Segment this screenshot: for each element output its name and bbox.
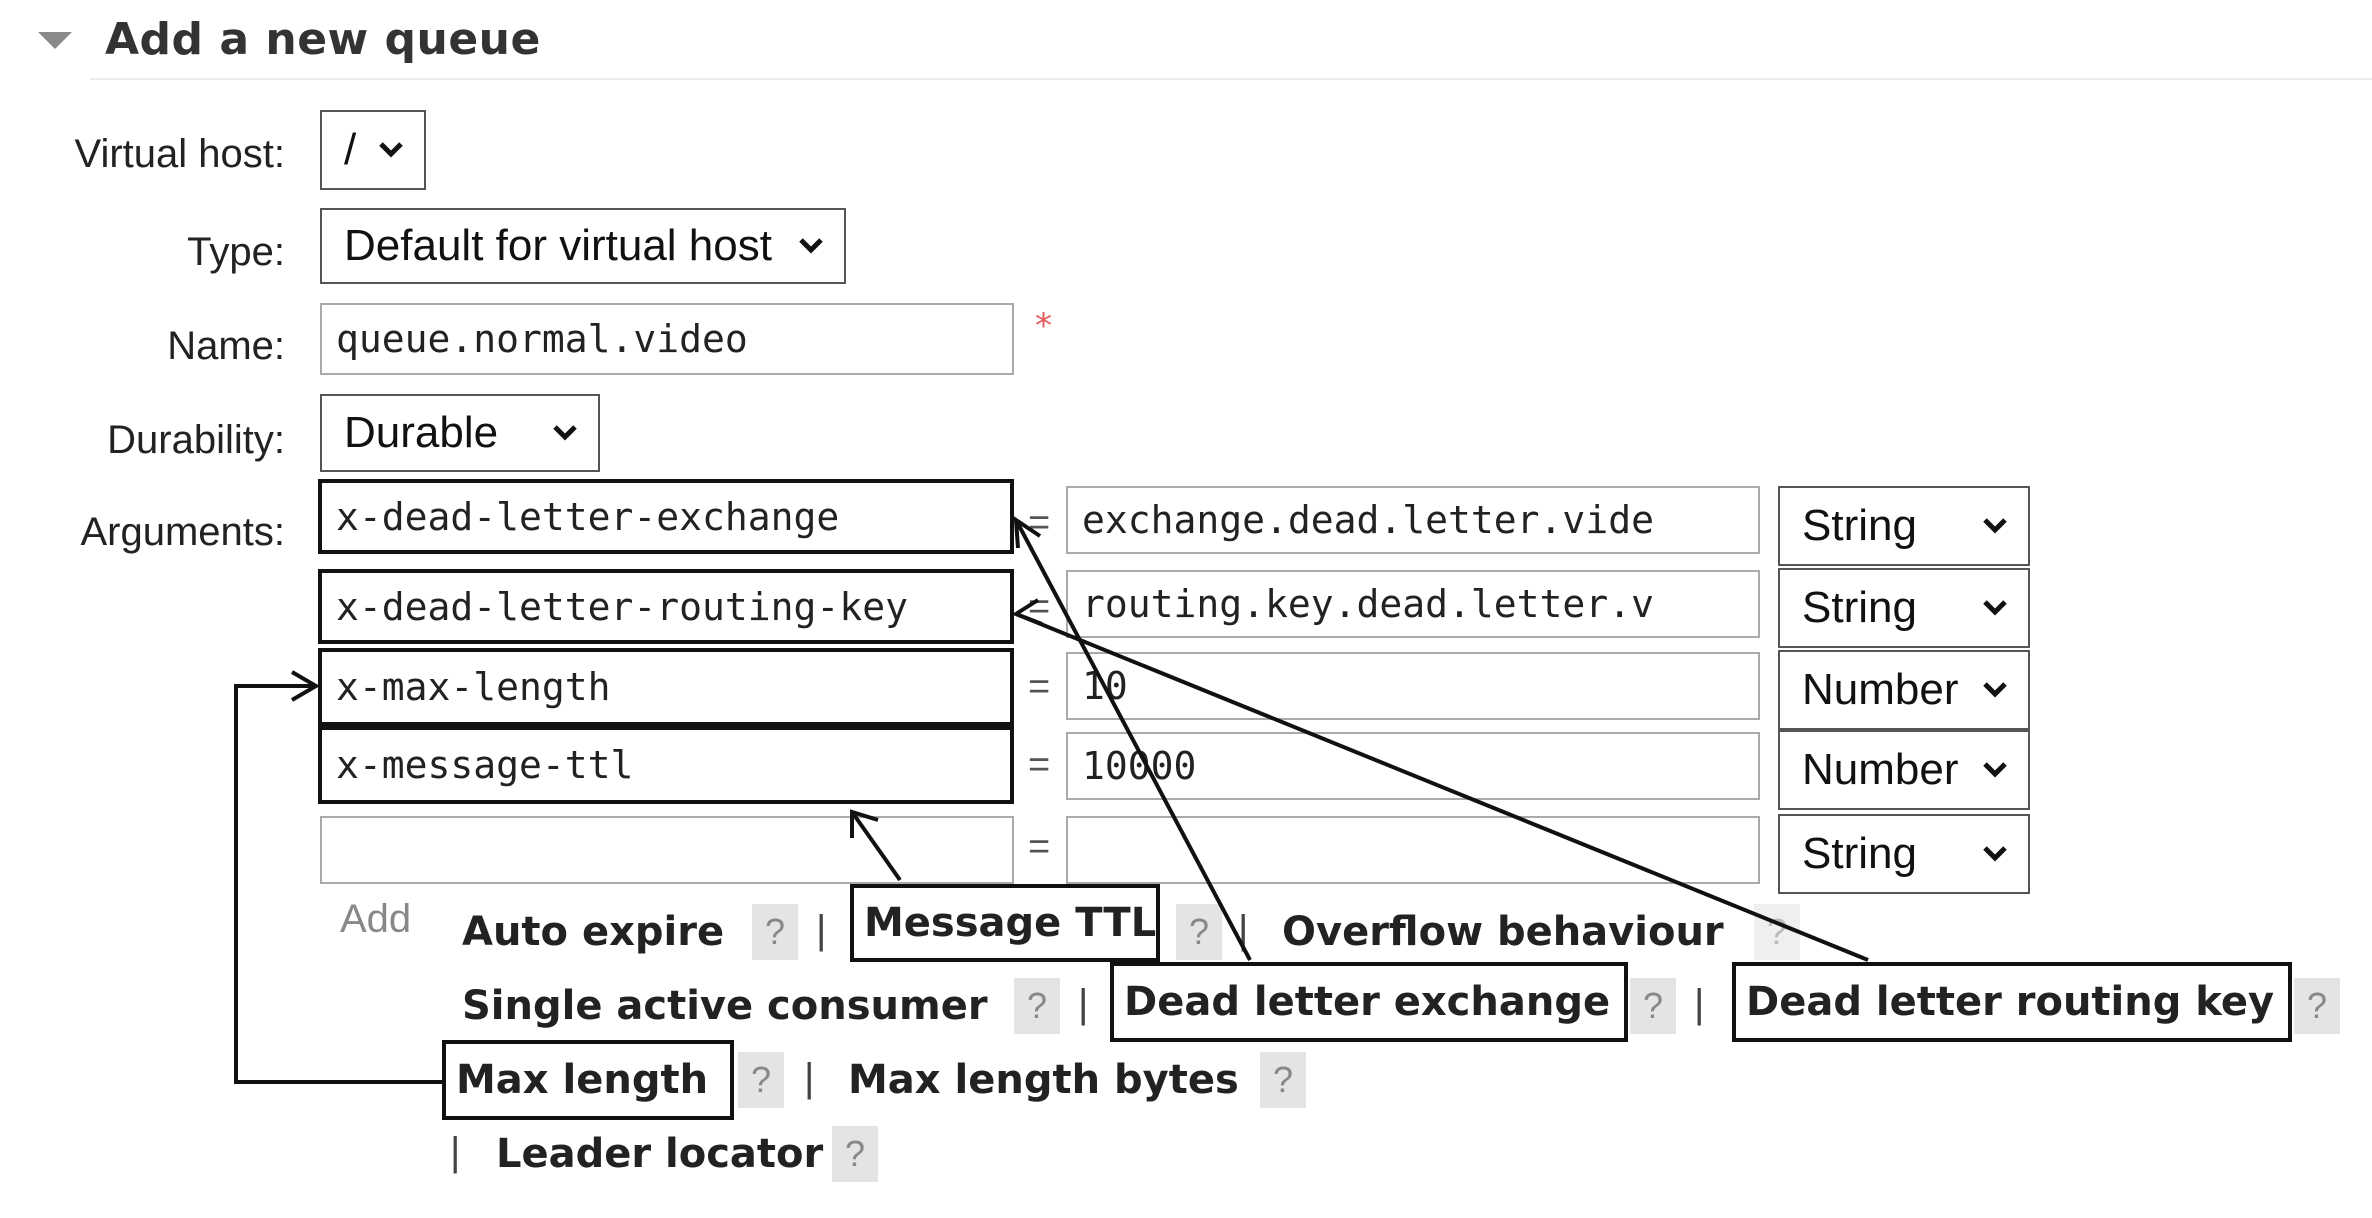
argument-value-input[interactable]: routing.key.dead.letter.v: [1066, 570, 1760, 638]
chevron-down-icon: [1983, 600, 2007, 616]
help-icon[interactable]: ?: [1630, 978, 1676, 1034]
type-select[interactable]: Default for virtual host: [320, 208, 846, 284]
single-active-consumer-link[interactable]: Single active consumer: [462, 983, 988, 1029]
leader-locator-link[interactable]: Leader locator: [496, 1131, 824, 1177]
argument-key-value: x-message-ttl: [336, 743, 634, 787]
argument-key-input[interactable]: x-max-length: [318, 648, 1014, 726]
argument-value-input[interactable]: exchange.dead.letter.vide: [1066, 486, 1760, 554]
separator: |: [816, 908, 827, 952]
section-header[interactable]: Add a new queue: [0, 0, 2372, 80]
equals-sign: =: [1028, 502, 1051, 544]
required-asterisk: *: [1035, 306, 1052, 346]
dead-letter-exchange-link[interactable]: Dead letter exchange: [1110, 962, 1628, 1042]
type-value: Default for virtual host: [344, 221, 772, 270]
header-divider: [90, 78, 2372, 80]
chevron-down-icon: [799, 238, 823, 254]
argument-value-input[interactable]: [1066, 816, 1760, 884]
collapse-triangle-icon[interactable]: [38, 32, 72, 49]
durability-select[interactable]: Durable: [320, 394, 600, 472]
argument-key-value: x-dead-letter-exchange: [336, 494, 840, 539]
chevron-down-icon: [379, 142, 403, 158]
argument-type-select[interactable]: String: [1778, 568, 2030, 648]
argument-value-input[interactable]: 10000: [1066, 732, 1760, 800]
help-icon[interactable]: ?: [2294, 978, 2340, 1034]
argument-type-select[interactable]: String: [1778, 486, 2030, 566]
argument-type-value: String: [1802, 829, 1917, 878]
argument-key-input[interactable]: x-dead-letter-routing-key: [318, 569, 1014, 644]
help-icon[interactable]: ?: [1754, 904, 1800, 960]
max-length-bytes-link[interactable]: Max length bytes: [848, 1057, 1239, 1103]
argument-type-select[interactable]: Number: [1778, 650, 2030, 730]
arrowhead-max-length: [290, 670, 320, 702]
message-ttl-link[interactable]: Message TTL: [850, 884, 1160, 962]
type-label: Type:: [187, 230, 285, 274]
help-icon[interactable]: ?: [738, 1052, 784, 1108]
max-length-link[interactable]: Max length: [442, 1040, 734, 1120]
argument-value-input[interactable]: 10: [1066, 652, 1760, 720]
name-input-value: queue.normal.video: [336, 317, 748, 361]
equals-sign: =: [1028, 586, 1051, 628]
name-label: Name:: [167, 324, 285, 368]
argument-value-text: 10000: [1082, 744, 1197, 788]
separator: |: [1078, 982, 1089, 1026]
durability-value: Durable: [344, 408, 499, 457]
virtual-host-label: Virtual host:: [74, 132, 286, 176]
argument-key-input[interactable]: x-message-ttl: [318, 726, 1014, 804]
help-icon[interactable]: ?: [1260, 1052, 1306, 1108]
chevron-down-icon: [553, 425, 577, 441]
argument-key-input[interactable]: [320, 816, 1014, 884]
arguments-label: Arguments:: [80, 510, 285, 554]
help-icon[interactable]: ?: [832, 1126, 878, 1182]
virtual-host-value: /: [344, 125, 357, 174]
help-icon[interactable]: ?: [1014, 978, 1060, 1034]
equals-sign: =: [1028, 666, 1051, 708]
add-argument-label: Add: [340, 897, 412, 941]
argument-type-value: String: [1802, 501, 1917, 550]
help-icon[interactable]: ?: [1176, 904, 1222, 960]
argument-key-value: x-max-length: [336, 665, 611, 709]
argument-value-text: exchange.dead.letter.vide: [1082, 498, 1654, 542]
argument-type-value: Number: [1802, 745, 1959, 794]
equals-sign: =: [1028, 826, 1051, 868]
chevron-down-icon: [1983, 518, 2007, 534]
separator: |: [804, 1056, 815, 1100]
dead-letter-routing-key-link[interactable]: Dead letter routing key: [1732, 962, 2292, 1042]
virtual-host-select[interactable]: /: [320, 110, 426, 190]
argument-value-text: 10: [1082, 664, 1128, 708]
separator: |: [450, 1130, 461, 1174]
separator: |: [1238, 908, 1249, 952]
chevron-down-icon: [1983, 846, 2007, 862]
auto-expire-link[interactable]: Auto expire: [462, 909, 725, 955]
chevron-down-icon: [1983, 762, 2007, 778]
chevron-down-icon: [1983, 682, 2007, 698]
argument-value-text: routing.key.dead.letter.v: [1082, 582, 1654, 626]
argument-key-input[interactable]: x-dead-letter-exchange: [318, 479, 1014, 554]
argument-type-value: Number: [1802, 665, 1959, 714]
argument-type-select[interactable]: Number: [1778, 730, 2030, 810]
argument-key-value: x-dead-letter-routing-key: [336, 584, 908, 629]
argument-type-value: String: [1802, 583, 1917, 632]
equals-sign: =: [1028, 744, 1051, 786]
durability-label: Durability:: [107, 418, 285, 462]
separator: |: [1694, 982, 1705, 1026]
section-title: Add a new queue: [105, 14, 541, 65]
overflow-behaviour-link[interactable]: Overflow behaviour: [1282, 909, 1724, 955]
help-icon[interactable]: ?: [752, 904, 798, 960]
argument-type-select[interactable]: String: [1778, 814, 2030, 894]
name-input[interactable]: queue.normal.video: [320, 303, 1014, 375]
